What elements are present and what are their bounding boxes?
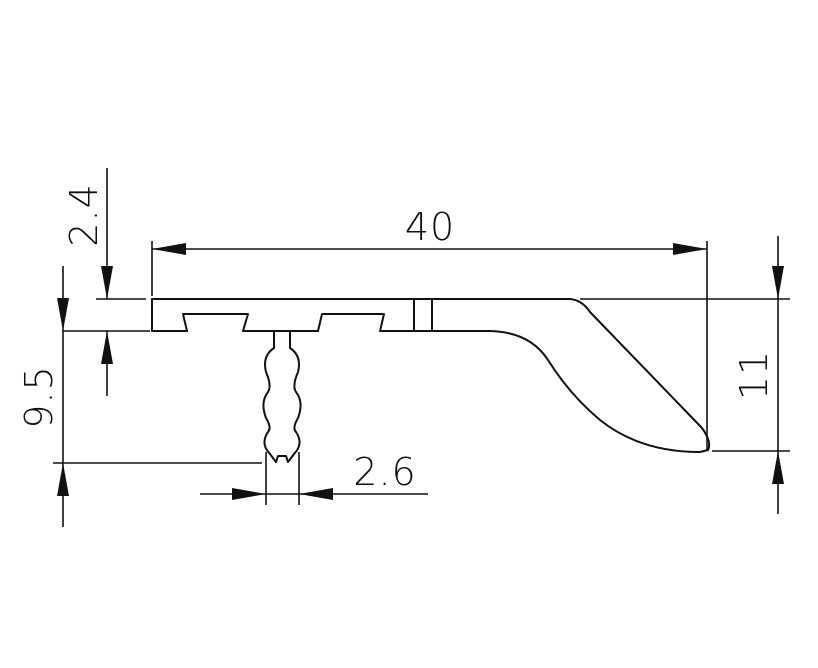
label-95: 9.5 xyxy=(17,365,61,428)
dim-stem-depth: 9.5 xyxy=(17,266,262,527)
label-24: 2.4 xyxy=(62,183,106,246)
arrow-left-40 xyxy=(152,243,186,255)
label-26: 2.6 xyxy=(353,450,416,494)
dim-top-thickness: 2.4 xyxy=(62,168,150,396)
label-11: 11 xyxy=(732,350,776,400)
dim-stem-width: 2.6 xyxy=(200,450,428,505)
profile-lip-underside xyxy=(431,330,701,453)
arrow-down-11 xyxy=(772,266,784,299)
arrow-right-26 xyxy=(232,488,266,500)
arrow-left-26 xyxy=(299,488,333,500)
arrow-up-95 xyxy=(57,298,69,331)
groove-left xyxy=(182,313,319,332)
barbed-stem xyxy=(262,330,302,463)
dim-overall-height: 11 xyxy=(580,236,790,514)
profile-top-edge xyxy=(151,298,711,453)
arrow-up-24 xyxy=(101,331,113,364)
label-40: 40 xyxy=(405,205,455,249)
profile-left-end xyxy=(151,298,188,332)
arrow-down-95 xyxy=(57,463,69,496)
arrow-right-40 xyxy=(673,243,707,255)
arrow-up-11 xyxy=(772,451,784,484)
profile-outline xyxy=(151,298,711,463)
groove-right xyxy=(317,313,415,332)
arrow-down-24 xyxy=(101,266,113,299)
dim-width: 40 xyxy=(151,205,708,450)
